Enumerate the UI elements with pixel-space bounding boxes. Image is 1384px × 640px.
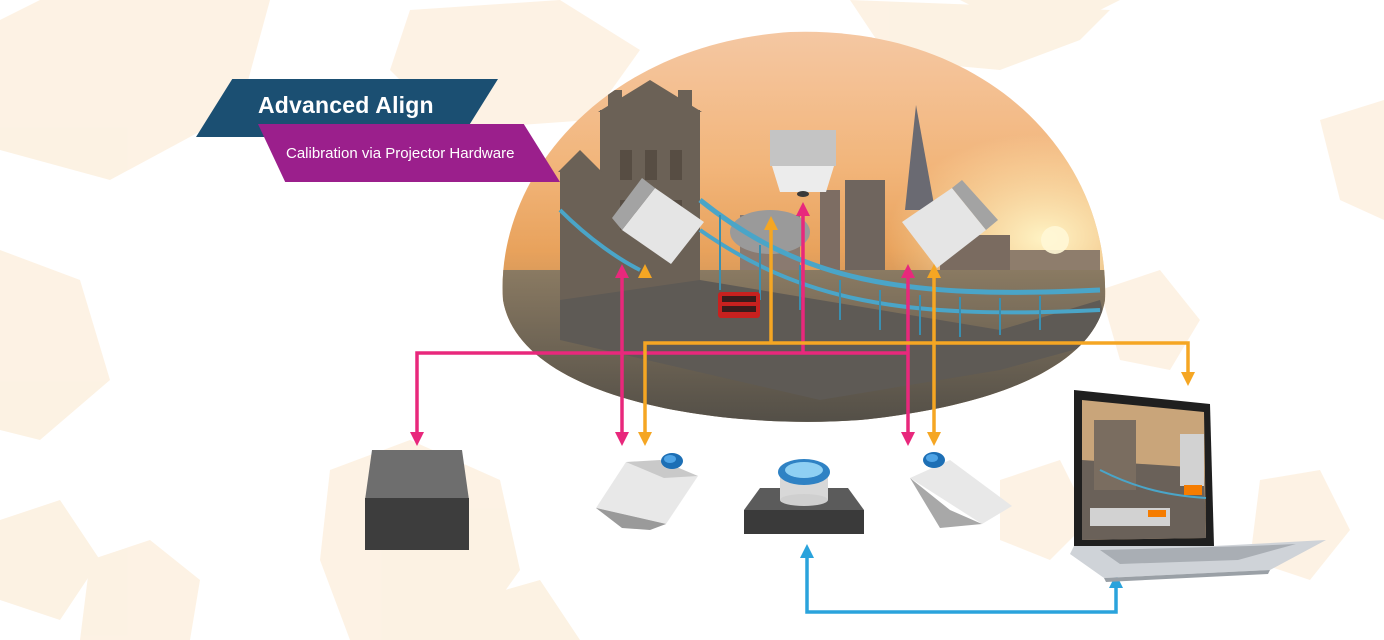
camera-icon [744,459,864,534]
orange-connection-lines [643,224,1190,438]
ceiling-projector-icon [770,130,836,197]
projector-icon [902,180,998,268]
magenta-arrowheads [410,202,915,446]
projector-icon [612,178,704,264]
orange-arrowheads [638,216,1195,446]
camera-icon [596,453,698,530]
magenta-connection-lines [415,210,910,438]
laptop-icon [1070,390,1326,582]
camera-icon [910,452,1012,528]
media-server-icon [365,450,469,550]
